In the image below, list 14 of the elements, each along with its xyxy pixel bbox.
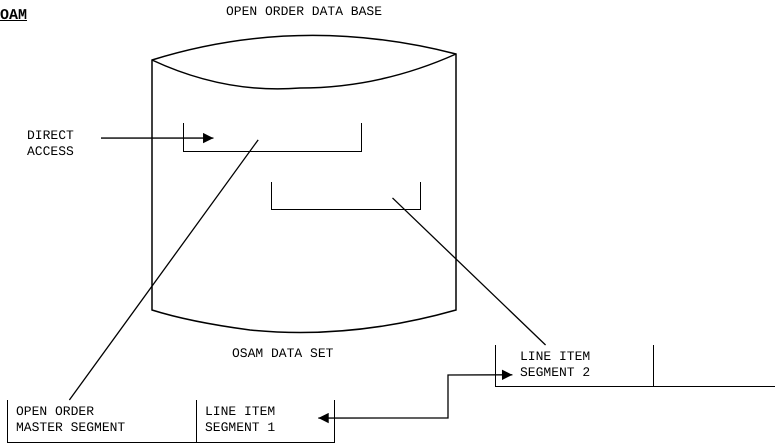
dataset-caption: OSAM DATA SET — [232, 346, 334, 362]
segment-slot — [653, 345, 775, 387]
leader-line — [68, 139, 259, 400]
segment-cell: OPEN ORDER MASTER SEGMENT — [7, 400, 196, 443]
segment-slot — [271, 182, 421, 210]
page-title: OAM — [0, 6, 28, 26]
segment-cell: LINE ITEM SEGMENT 1 — [196, 400, 335, 443]
segment-slot — [183, 123, 362, 152]
database-title: OPEN ORDER DATA BASE — [224, 4, 384, 20]
leader-line — [392, 198, 546, 346]
access-label: DIRECT ACCESS — [27, 128, 101, 164]
arrow — [318, 370, 512, 424]
arrow — [101, 132, 214, 144]
segment-cell: LINE ITEM SEGMENT 2 — [495, 345, 653, 387]
